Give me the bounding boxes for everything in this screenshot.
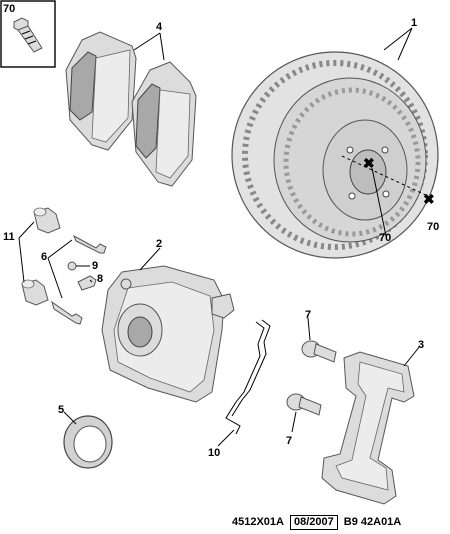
callout-6: 6 xyxy=(41,251,47,263)
bolt-70-inset-illustration xyxy=(13,17,43,53)
guide-bushes-illustration xyxy=(21,207,61,306)
callout-7-bottom: 7 xyxy=(286,435,292,447)
leader-lines xyxy=(18,27,421,447)
callout-11: 11 xyxy=(3,231,15,243)
callout-70-right: 70 xyxy=(427,221,439,233)
callout-9: 9 xyxy=(92,260,98,272)
brake-caliper-illustration xyxy=(101,265,235,403)
callout-4: 4 xyxy=(156,21,163,33)
callout-3: 3 xyxy=(418,339,424,351)
callout-8: 8 xyxy=(97,273,103,285)
edition-date: 08/2007 xyxy=(290,514,338,530)
callout-7-top: 7 xyxy=(305,309,311,321)
bleed-screw-illustration xyxy=(67,261,97,291)
bolt-marker-right: ✖ xyxy=(423,191,435,207)
callout-70-left: 70 xyxy=(379,232,391,244)
brake-pads-illustration xyxy=(65,31,197,187)
callout-10: 10 xyxy=(208,447,220,459)
disc-bolt-markers: ✖ ✖ xyxy=(341,155,435,207)
inset-box-bolt-70 xyxy=(0,0,56,68)
reference-code: 4512X01A xyxy=(232,516,284,528)
piston-seal-illustration xyxy=(63,415,113,469)
caliper-bolts-illustration xyxy=(286,340,337,416)
bolt-marker-left: ✖ xyxy=(363,155,375,171)
callout-70-inset: 70 xyxy=(3,3,15,15)
callout-1: 1 xyxy=(411,17,417,29)
vehicle-code: B9 42A01A xyxy=(343,516,402,528)
brake-disc-illustration xyxy=(231,51,439,259)
callout-2: 2 xyxy=(156,238,162,250)
diagram-footer: 4512X01A 08/2007 B9 42A01A xyxy=(232,514,401,530)
callout-5: 5 xyxy=(58,404,64,416)
caliper-carrier-illustration xyxy=(321,351,415,505)
guide-pins-illustration xyxy=(51,234,107,325)
spring-clip-illustration xyxy=(225,319,271,435)
